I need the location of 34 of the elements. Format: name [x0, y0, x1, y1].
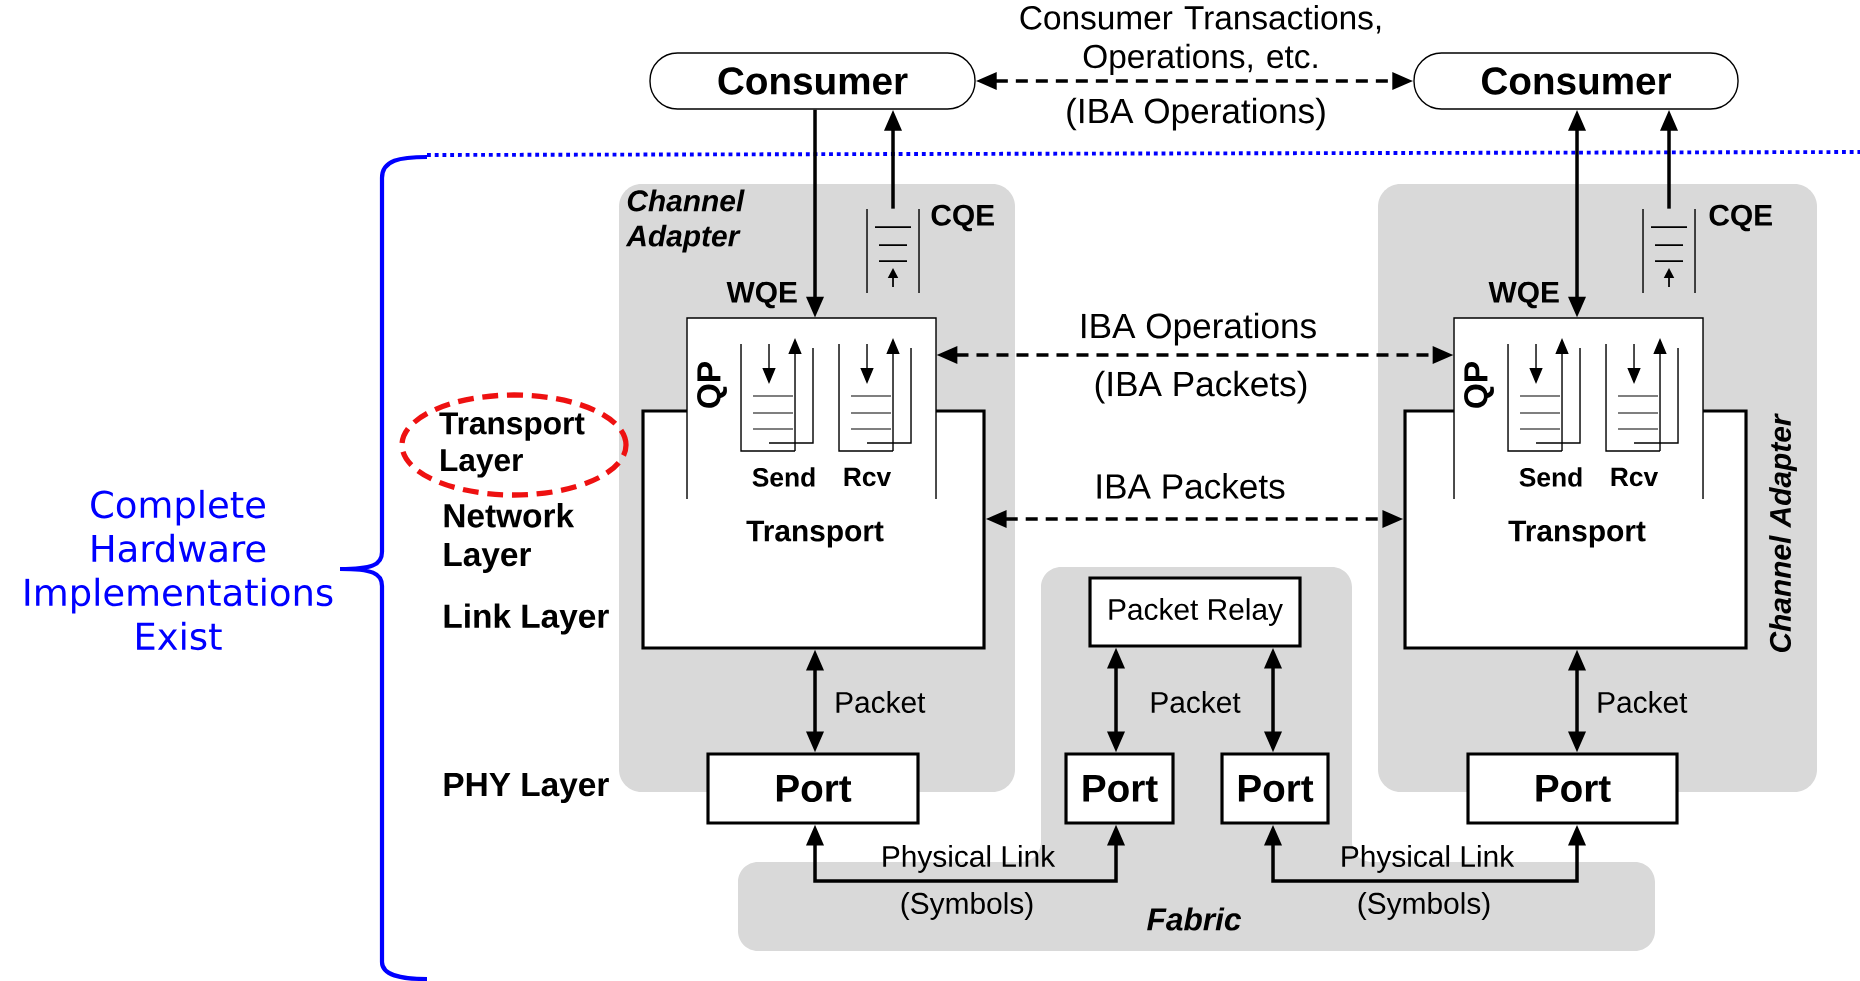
side-label: CQE: [931, 204, 994, 232]
layer-label: Link Layer: [444, 603, 609, 635]
port-box: Port: [1064, 752, 1175, 825]
note: (Symbols): [1358, 892, 1490, 920]
edge-label: WQE: [1488, 281, 1559, 309]
node-label: Rcv: [1611, 467, 1659, 487]
note: (IBA Packets): [1095, 370, 1307, 404]
side-label: CQE: [1709, 204, 1772, 232]
node-label: QP: [697, 362, 727, 408]
rounded-box: Consumer: [649, 52, 976, 110]
note: (IBA Operations): [1067, 97, 1325, 131]
queue-pair-box: QP Send Rcv: [1453, 317, 1704, 500]
rounded-box: Consumer: [1413, 52, 1739, 110]
queue-pair-box: QP Send Rcv: [686, 317, 937, 500]
edge-label: Consumer Transactions, Operations, etc.: [1020, 5, 1381, 75]
node-label: Send: [752, 467, 815, 487]
edge-label: Physical Link: [1342, 845, 1515, 873]
port-box: Port: [1220, 752, 1330, 825]
node-label: Rcv: [844, 467, 892, 487]
layer-label: Network Layer: [444, 503, 575, 573]
node-label: QP: [1464, 362, 1494, 408]
edge-label: Packet: [836, 691, 926, 713]
edge-label: Packet: [1151, 691, 1241, 713]
note: (Symbols): [901, 892, 1033, 920]
edge-label: IBA Packets: [1097, 473, 1285, 499]
brace-label: Complete Hardware Implementations Exist: [25, 489, 333, 651]
port-box: Port: [706, 752, 920, 825]
edge-label: IBA Operations: [1082, 312, 1316, 346]
port-box: Port: [1466, 752, 1679, 825]
node-label: Send: [1519, 467, 1582, 487]
edge-label: Physical Link: [883, 845, 1056, 873]
edge-label: WQE: [726, 281, 797, 309]
layer-label: PHY Layer: [444, 773, 609, 803]
port-box: Packet Relay: [1088, 576, 1302, 648]
